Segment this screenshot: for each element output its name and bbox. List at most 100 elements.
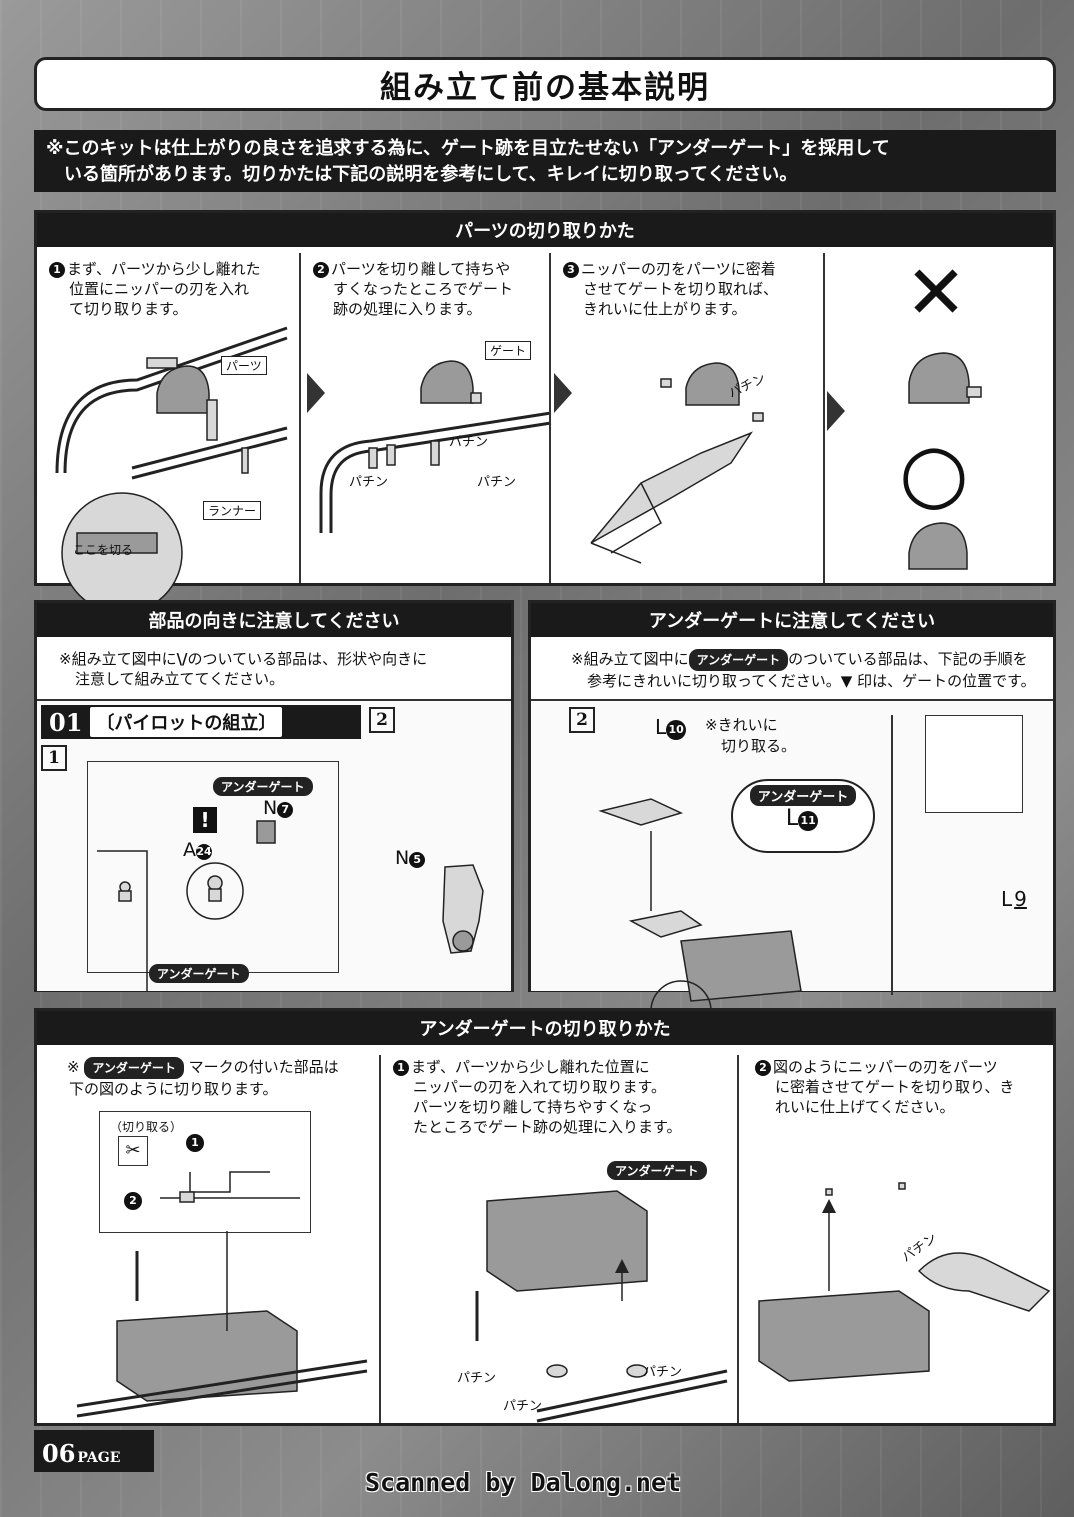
arrow-step-3-to-result [827, 391, 845, 431]
step-title: 〔パイロットの組立〕 [90, 707, 283, 737]
page-number-badge: 06 PAGE [34, 1430, 154, 1472]
orientation-mark-icon: \/ [176, 650, 188, 668]
label-parts: パーツ [221, 356, 267, 375]
col-3-line-3: れいに仕上げてください。 [775, 1098, 955, 1116]
step-2-line-3: 跡の処理に入ります。 [333, 300, 482, 318]
step-3-line-3: きれいに仕上がります。 [583, 300, 747, 318]
col-divider-2 [737, 1055, 739, 1423]
callout-tag: アンダーゲート [749, 785, 857, 806]
step-2-line-1: パーツを切り離して持ちや [331, 260, 511, 278]
section-under-gate-cutting-header: アンダーゲートの切り取りかた [37, 1011, 1053, 1045]
step-3-illustration [590, 362, 764, 564]
col-1-prefix: ※ [67, 1058, 80, 1076]
snip-label-3: パチン [477, 475, 517, 490]
col-3-line-2: に密着させてゲートを切り取り、き [775, 1078, 1015, 1096]
orientation-text-b: のついている部品は、形状や向きに [187, 650, 428, 668]
snip-label-1: パチン [449, 435, 489, 450]
col-1-text: ※ アンダーゲート マークの付いた部品は 下の図のように切り取ります。 [67, 1057, 387, 1099]
col-2-snip-2: パチン [503, 1399, 543, 1414]
marker-1-num: 1 [186, 1134, 204, 1152]
step-3-line-2: させてゲートを切り取れば、 [583, 280, 779, 298]
step-1-line-3: て切り取ります。 [69, 300, 188, 318]
part-a24-letter: A [183, 839, 196, 861]
col-2-illustration [475, 1190, 728, 1423]
section-cutting-parts-header: パーツの切り取りかた [37, 213, 1053, 247]
step-1-line-2: 位置にニッパーの刃を入れ [69, 280, 250, 298]
part-a24: A24 [183, 839, 214, 861]
zoom-frame [891, 715, 893, 995]
tag-under-gate: アンダーゲート [213, 777, 313, 796]
page-number: 06 [42, 1439, 76, 1468]
col-2-snip-1: パチン [457, 1371, 497, 1386]
tag-under-gate-2: アンダーゲート [149, 964, 249, 983]
col-2-line-4: たところでゲート跡の処理に入ります。 [413, 1118, 682, 1136]
part-n5-number: 5 [409, 852, 426, 868]
cut-label: （切り取る） [110, 1120, 183, 1134]
col-2-tag: アンダーゲート [607, 1161, 707, 1180]
substep-2: 2 [369, 707, 395, 733]
leg-part-illustration [598, 798, 802, 1042]
arrow-step-1-to-2 [307, 373, 325, 413]
section-under-gate-notice: アンダーゲートに注意してください ※組み立て図中にアンダーゲートのついている部品… [528, 600, 1059, 1042]
snip-label-2: パチン [349, 475, 389, 490]
col-3-illustration [758, 1182, 1051, 1382]
pilot-body-illustration [442, 864, 484, 954]
divider-1 [299, 253, 301, 583]
step-3-number: 3 [563, 262, 579, 278]
cut-note-line-2: 切り取る。 [721, 737, 797, 755]
section-part-orientation: 部品の向きに注意してください ※組み立て図中に\/のついている部品は、形状や向き… [34, 600, 514, 992]
step-2-number: 2 [313, 262, 329, 278]
marker-2: 2 [124, 1190, 144, 1210]
step-1-illustration [55, 326, 288, 614]
col-3-number: 2 [755, 1060, 771, 1076]
divider-3 [823, 253, 825, 583]
part-l11-letter: L [785, 806, 799, 831]
under-gate-text-a: ※組み立て図中に [571, 650, 689, 668]
part-n7-letter: N [263, 797, 278, 819]
under-gate-text: ※組み立て図中にアンダーゲートのついている部品は、下記の手順を 参考にきれいに切… [571, 649, 1059, 691]
orientation-text-a: ※組み立て図中に [59, 650, 177, 668]
step-header: 01 〔パイロットの組立〕 [41, 705, 361, 739]
nipper-icon: ✂ [118, 1136, 148, 1166]
label-parts-zoom: パーツ [87, 481, 123, 495]
section-under-gate-cutting: アンダーゲートの切り取りかた ※ アンダーゲート マークの付いた部品は 下の図の… [34, 1008, 1056, 1426]
section-under-gate-notice-header: アンダーゲートに注意してください [531, 603, 1053, 637]
col-1-tag: アンダーゲート [84, 1057, 184, 1079]
cut-note-line-1: ※きれいに [705, 716, 778, 734]
marker-2-num: 2 [124, 1192, 142, 1210]
cut-detail-drawing [160, 1171, 300, 1203]
under-gate-text-line-2: 参考にきれいに切り取ってください。▼ 印は、ゲートの位置です。 [587, 672, 1036, 690]
col-1-illustration [76, 1231, 368, 1418]
step-2-illustration [319, 360, 552, 533]
arrow-step-2-to-3 [554, 373, 572, 413]
part-a24-number: 24 [196, 844, 212, 860]
part-l9-letter: L [1001, 887, 1013, 911]
step-number: 01 [49, 707, 83, 737]
bad-result-mark: ✕ [905, 250, 968, 336]
part-l10-letter: L [655, 715, 667, 739]
marker-1: 1 [186, 1132, 206, 1152]
part-n7-number: 7 [277, 802, 294, 818]
label-cut-here: ここを切る [73, 543, 134, 557]
under-gate-text-b: のついている部品は、下記の手順を [788, 650, 1028, 668]
page-title: 組み立て前の基本説明 [380, 69, 710, 106]
scan-credit: Scanned by Dalong.net [365, 1468, 682, 1497]
label-runner: ランナー [203, 501, 262, 520]
step-1-line-1: まず、パーツから少し離れた [67, 260, 261, 278]
bad-result-part [908, 352, 982, 404]
under-gate-tag: アンダーゲート [688, 649, 789, 671]
col-2-snip-3: パチン [643, 1365, 683, 1380]
label-gate: ゲート [485, 341, 532, 360]
divider-2 [549, 253, 551, 583]
part-l9-number: 9 [1014, 887, 1027, 911]
pilot-part-illustration [97, 820, 276, 991]
step-3-line-1: ニッパーの刃をパーツに密着 [581, 260, 776, 278]
